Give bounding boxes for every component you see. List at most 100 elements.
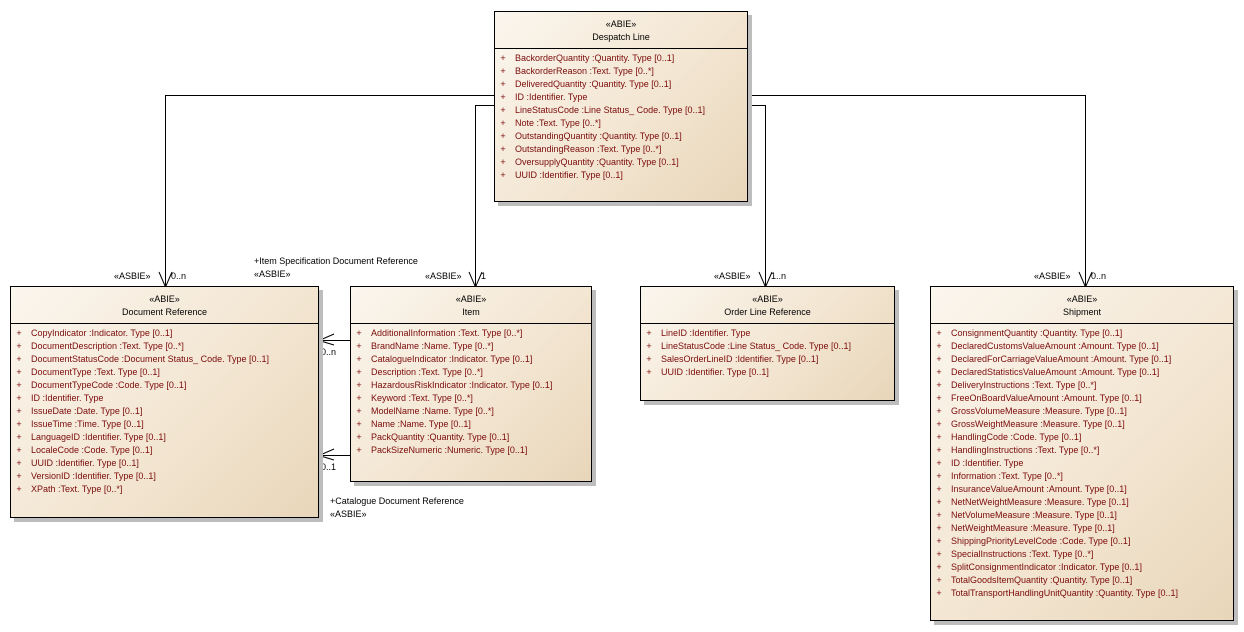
attribute-text: DeclaredCustomsValueAmount :Amount. Type… xyxy=(951,341,1159,351)
visibility-public-icon: + xyxy=(936,354,942,364)
visibility-public-icon: + xyxy=(500,157,506,167)
attribute-row[interactable]: +NetVolumeMeasure :Measure. Type [0..1] xyxy=(931,509,1233,522)
attribute-row[interactable]: +CatalogueIndicator :Indicator. Type [0.… xyxy=(351,353,591,366)
attribute-row[interactable]: +PackQuantity :Quantity. Type [0..1] xyxy=(351,431,591,444)
asbie-label-order-line-reference: «ASBIE» xyxy=(714,271,751,281)
attribute-row[interactable]: +HandlingInstructions :Text. Type [0..*] xyxy=(931,444,1233,457)
attribute-row[interactable]: +NetNetWeightMeasure :Measure. Type [0..… xyxy=(931,496,1233,509)
attribute-row[interactable]: +SpecialInstructions :Text. Type [0..*] xyxy=(931,548,1233,561)
visibility-public-icon: + xyxy=(646,367,652,377)
visibility-public-icon: + xyxy=(356,328,362,338)
attribute-row[interactable]: +DeliveredQuantity :Quantity. Type [0..1… xyxy=(495,78,747,91)
class-despatch-line[interactable]: «ABIE» Despatch Line +BackorderQuantity … xyxy=(494,11,748,202)
asbie-label-shipment: «ASBIE» xyxy=(1034,271,1071,281)
attribute-list: +CopyIndicator :Indicator. Type [0..1]+D… xyxy=(11,324,318,496)
attribute-row[interactable]: +ID :Identifier. Type xyxy=(931,457,1233,470)
attribute-row[interactable]: +HandlingCode :Code. Type [0..1] xyxy=(931,431,1233,444)
attribute-row[interactable]: +SalesOrderLineID :Identifier. Type [0..… xyxy=(641,353,894,366)
visibility-public-icon: + xyxy=(936,484,942,494)
attribute-row[interactable]: +GrossWeightMeasure :Measure. Type [0..1… xyxy=(931,418,1233,431)
attribute-row[interactable]: +ConsignmentQuantity :Quantity. Type [0.… xyxy=(931,327,1233,340)
attribute-text: LineID :Identifier. Type xyxy=(661,328,751,338)
attribute-row[interactable]: +NetWeightMeasure :Measure. Type [0..1] xyxy=(931,522,1233,535)
attribute-row[interactable]: +Information :Text. Type [0..*] xyxy=(931,470,1233,483)
attribute-row[interactable]: + DeclaredCustomsValueAmount :Amount. Typ… xyxy=(931,340,1233,353)
attribute-row[interactable]: +LineStatusCode :Line Status_ Code. Type… xyxy=(495,104,747,117)
attribute-row[interactable]: +Description :Text. Type [0..*] xyxy=(351,366,591,379)
attribute-row[interactable]: +ID :Identifier. Type xyxy=(11,392,318,405)
attribute-text: GrossVolumeMeasure :Measure. Type [0..1] xyxy=(951,406,1127,416)
attribute-row[interactable]: +CopyIndicator :Indicator. Type [0..1] xyxy=(11,327,318,340)
attribute-row[interactable]: +VersionID :Identifier. Type [0..1] xyxy=(11,470,318,483)
visibility-public-icon: + xyxy=(16,432,22,442)
attribute-row[interactable]: +IssueTime :Time. Type [0..1] xyxy=(11,418,318,431)
attribute-row[interactable]: +DocumentStatusCode :Document Status_ Co… xyxy=(11,353,318,366)
arrowhead-item-spec-doc-ref xyxy=(317,333,335,346)
attribute-row[interactable]: +DocumentType :Text. Type [0..1] xyxy=(11,366,318,379)
class-document-reference[interactable]: «ABIE» Document Reference +CopyIndicator… xyxy=(10,286,319,518)
attribute-text: Description :Text. Type [0..*] xyxy=(371,367,483,377)
attribute-text: DeliveredQuantity :Quantity. Type [0..1] xyxy=(515,79,672,89)
visibility-public-icon: + xyxy=(16,393,22,403)
association-line-order-line-reference xyxy=(747,105,766,286)
attribute-row[interactable]: +DeclaredForCarriageValueAmount :Amount.… xyxy=(931,353,1233,366)
attribute-row[interactable]: +UUID :Identifier. Type [0..1] xyxy=(641,366,894,379)
attribute-row[interactable]: +LineStatusCode :Line Status_ Code. Type… xyxy=(641,340,894,353)
attribute-text: ModelName :Name. Type [0..*] xyxy=(371,406,494,416)
attribute-row[interactable]: +Note :Text. Type [0..*] xyxy=(495,117,747,130)
attribute-row[interactable]: +HazardousRiskIndicator :Indicator. Type… xyxy=(351,379,591,392)
visibility-public-icon: + xyxy=(16,458,22,468)
attribute-row[interactable]: +OversupplyQuantity :Quantity. Type [0..… xyxy=(495,156,747,169)
attribute-text: LineStatusCode :Line Status_ Code. Type … xyxy=(515,105,705,115)
attribute-row[interactable]: +OutstandingReason :Text. Type [0..*] xyxy=(495,143,747,156)
multiplicity-item-spec-doc-ref: 0..n xyxy=(321,347,337,357)
attribute-text: CatalogueIndicator :Indicator. Type [0..… xyxy=(371,354,533,364)
role-label-item-spec-doc-ref: +Item Specification Document Reference xyxy=(254,256,418,266)
attribute-text: Name :Name. Type [0..1] xyxy=(371,419,471,429)
attribute-row[interactable]: +UUID :Identifier. Type [0..1] xyxy=(495,169,747,182)
attribute-row[interactable]: +Name :Name. Type [0..1] xyxy=(351,418,591,431)
class-shipment[interactable]: «ABIE» Shipment +ConsignmentQuantity :Qu… xyxy=(930,286,1234,621)
attribute-row[interactable]: +DeclaredStatisticsValueAmount :Amount. … xyxy=(931,366,1233,379)
class-item[interactable]: «ABIE» Item +AdditionalInformation :Text… xyxy=(350,286,592,482)
attribute-row[interactable]: +IssueDate :Date. Type [0..1] xyxy=(11,405,318,418)
attribute-row[interactable]: +DocumentDescription :Text. Type [0..*] xyxy=(11,340,318,353)
attribute-row[interactable]: +ID :Identifier. Type xyxy=(495,91,747,104)
attribute-text: ID :Identifier. Type xyxy=(515,92,588,102)
attribute-row[interactable]: +DocumentTypeCode :Code. Type [0..1] xyxy=(11,379,318,392)
attribute-row[interactable]: +UUID :Identifier. Type [0..1] xyxy=(11,457,318,470)
visibility-public-icon: + xyxy=(936,380,942,390)
attribute-row[interactable]: +ShippingPriorityLevelCode :Code. Type [… xyxy=(931,535,1233,548)
attribute-row[interactable]: + GrossVolumeMeasure :Measure. Type [0..1… xyxy=(931,405,1233,418)
attribute-row[interactable]: +OutstandingQuantity :Quantity. Type [0.… xyxy=(495,130,747,143)
visibility-public-icon: + xyxy=(936,406,942,416)
attribute-row[interactable]: +XPath :Text. Type [0..*] xyxy=(11,483,318,496)
attribute-row[interactable]: +AdditionalInformation :Text. Type [0..*… xyxy=(351,327,591,340)
visibility-public-icon: + xyxy=(500,118,506,128)
attribute-row[interactable]: +BackorderReason :Text. Type [0..*] xyxy=(495,65,747,78)
attribute-row[interactable]: +SplitConsignmentIndicator :Indicator. T… xyxy=(931,561,1233,574)
attribute-row[interactable]: +BackorderQuantity :Quantity. Type [0..1… xyxy=(495,52,747,65)
attribute-row[interactable]: +TotalTransportHandlingUnitQuantity :Qua… xyxy=(931,587,1233,600)
class-order-line-reference[interactable]: «ABIE» Order Line Reference +LineID :Ide… xyxy=(640,286,895,401)
attribute-text: PackQuantity :Quantity. Type [0..1] xyxy=(371,432,510,442)
visibility-public-icon: + xyxy=(16,445,22,455)
multiplicity-order-line-reference: 1..n xyxy=(771,271,787,281)
attribute-row[interactable]: +PackSizeNumeric :Numeric. Type [0..1] xyxy=(351,444,591,457)
multiplicity-document-reference: 0..n xyxy=(171,271,187,281)
attribute-row[interactable]: +LanguageID :Identifier. Type [0..1] xyxy=(11,431,318,444)
attribute-row[interactable]: +Keyword :Text. Type [0..*] xyxy=(351,392,591,405)
attribute-row[interactable]: +BrandName :Name. Type [0..*] xyxy=(351,340,591,353)
attribute-row[interactable]: +DeliveryInstructions :Text. Type [0..*] xyxy=(931,379,1233,392)
attribute-row[interactable]: +ModelName :Name. Type [0..*] xyxy=(351,405,591,418)
visibility-public-icon: + xyxy=(936,341,942,351)
attribute-row[interactable]: +InsuranceValueAmount :Amount. Type [0..… xyxy=(931,483,1233,496)
attribute-row[interactable]: +TotalGoodsItemQuantity :Quantity. Type … xyxy=(931,574,1233,587)
visibility-public-icon: + xyxy=(16,406,22,416)
attribute-text: Keyword :Text. Type [0..*] xyxy=(371,393,473,403)
attribute-row[interactable]: +LineID :Identifier. Type xyxy=(641,327,894,340)
visibility-public-icon: + xyxy=(500,170,506,180)
multiplicity-catalogue-doc-ref: 0..1 xyxy=(321,462,337,472)
attribute-row[interactable]: +LocaleCode :Code. Type [0..1] xyxy=(11,444,318,457)
attribute-row[interactable]: +FreeOnBoardValueAmount :Amount. Type [0… xyxy=(931,392,1233,405)
